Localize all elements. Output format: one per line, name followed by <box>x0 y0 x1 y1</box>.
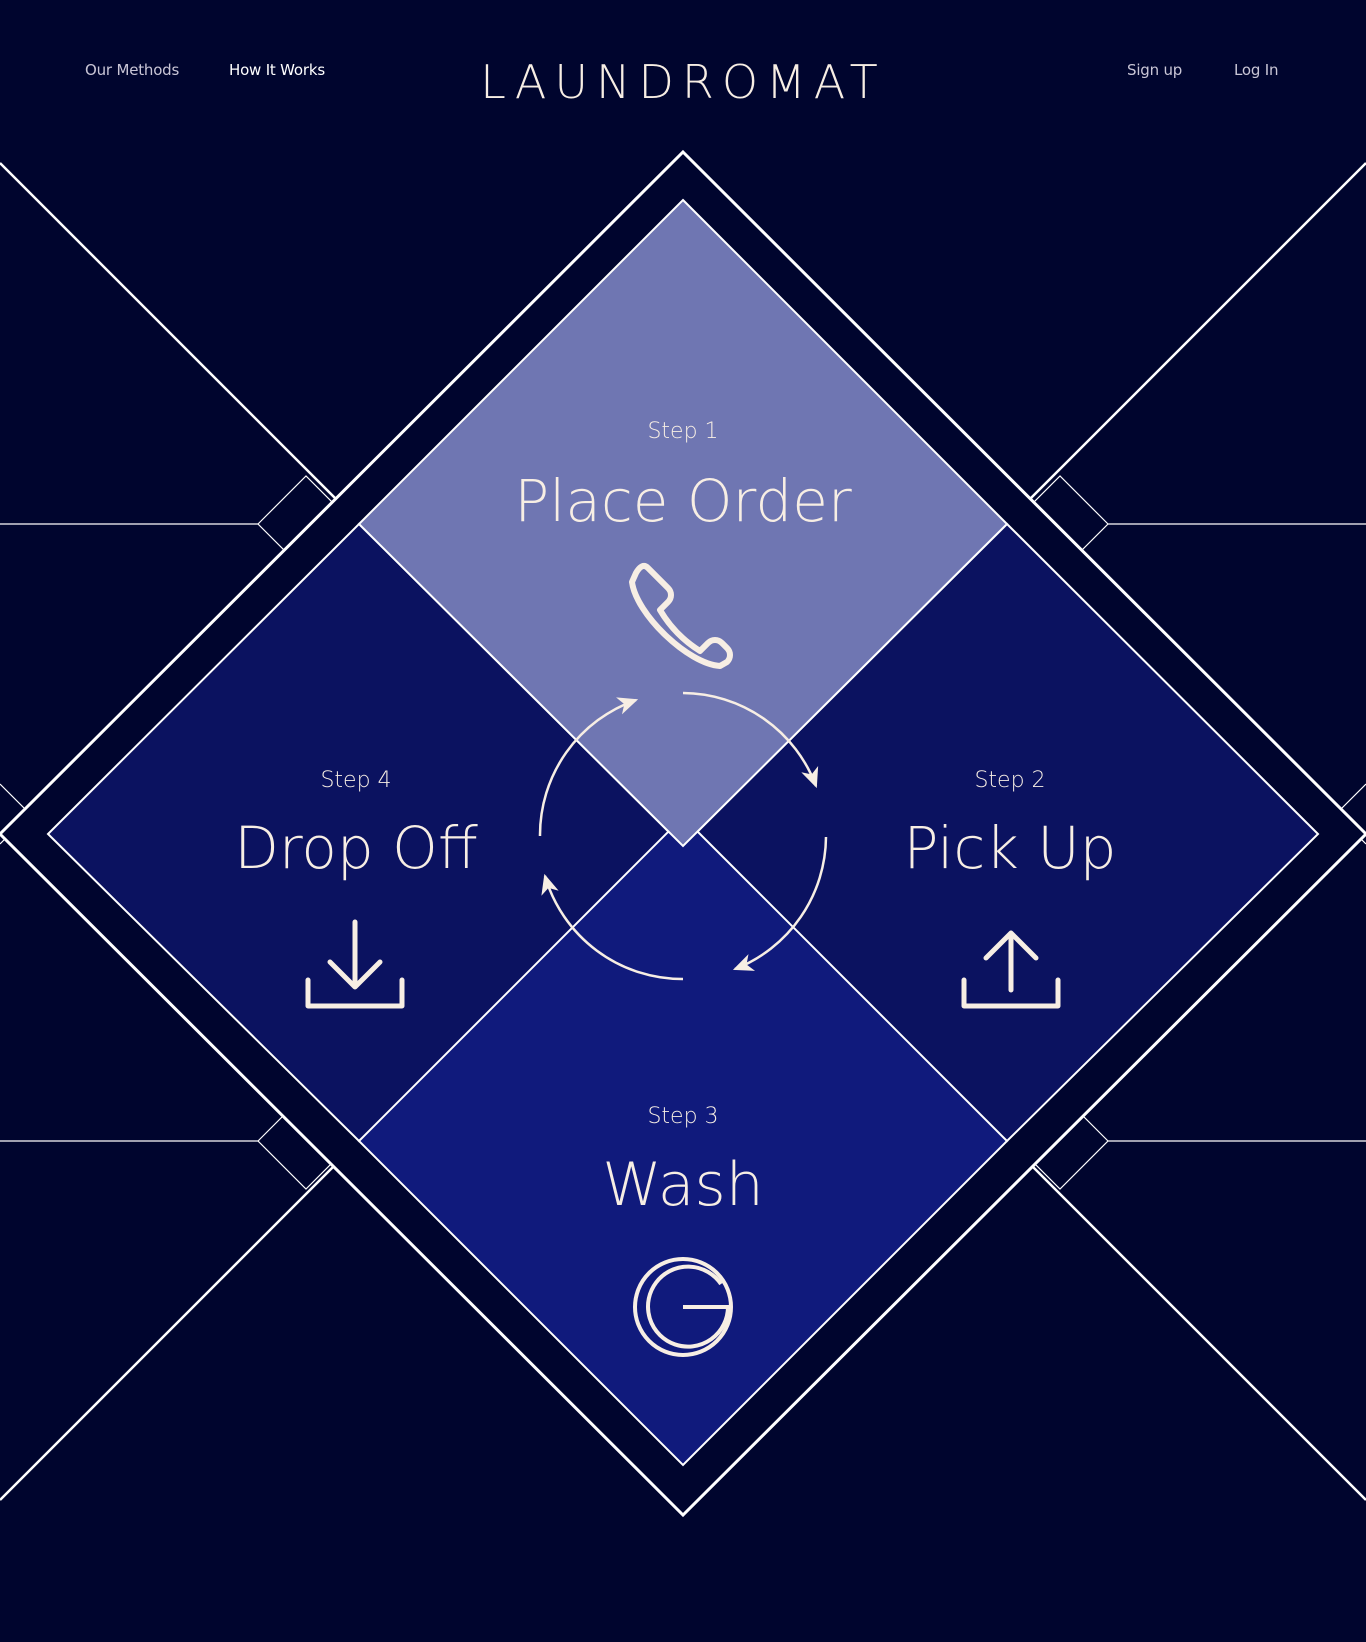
brand-logo[interactable]: LAUNDROMAT <box>480 55 886 109</box>
wash-icon <box>633 1257 733 1357</box>
nav-link-our-methods[interactable]: Our Methods <box>85 61 180 79</box>
nav-link-how-it-works[interactable]: How It Works <box>229 61 325 79</box>
step-4-number: Step 4 <box>320 768 391 793</box>
step-4-title: Drop Off <box>234 814 478 882</box>
step-2-number: Step 2 <box>974 768 1045 793</box>
nav-link-log-in[interactable]: Log In <box>1234 61 1279 79</box>
download-icon <box>305 919 405 1009</box>
step-1-number: Step 1 <box>647 419 718 444</box>
nav-link-sign-up[interactable]: Sign up <box>1127 61 1183 79</box>
step-3-tile[interactable] <box>357 815 1009 1467</box>
brand-logo-wrap: LAUNDROMAT <box>0 52 1366 112</box>
step-3-number: Step 3 <box>647 1104 718 1129</box>
step-2-title: Pick Up <box>904 814 1117 882</box>
step-1-tile[interactable] <box>357 198 1009 848</box>
upload-icon <box>961 930 1061 1009</box>
phone-icon <box>629 562 733 669</box>
cycle-arrows-icon <box>538 691 828 981</box>
top-navigation: Our Methods How It Works LAUNDROMAT Sign… <box>0 0 1366 150</box>
step-3-title: Wash <box>602 1150 764 1220</box>
step-1-title: Place Order <box>514 467 852 535</box>
